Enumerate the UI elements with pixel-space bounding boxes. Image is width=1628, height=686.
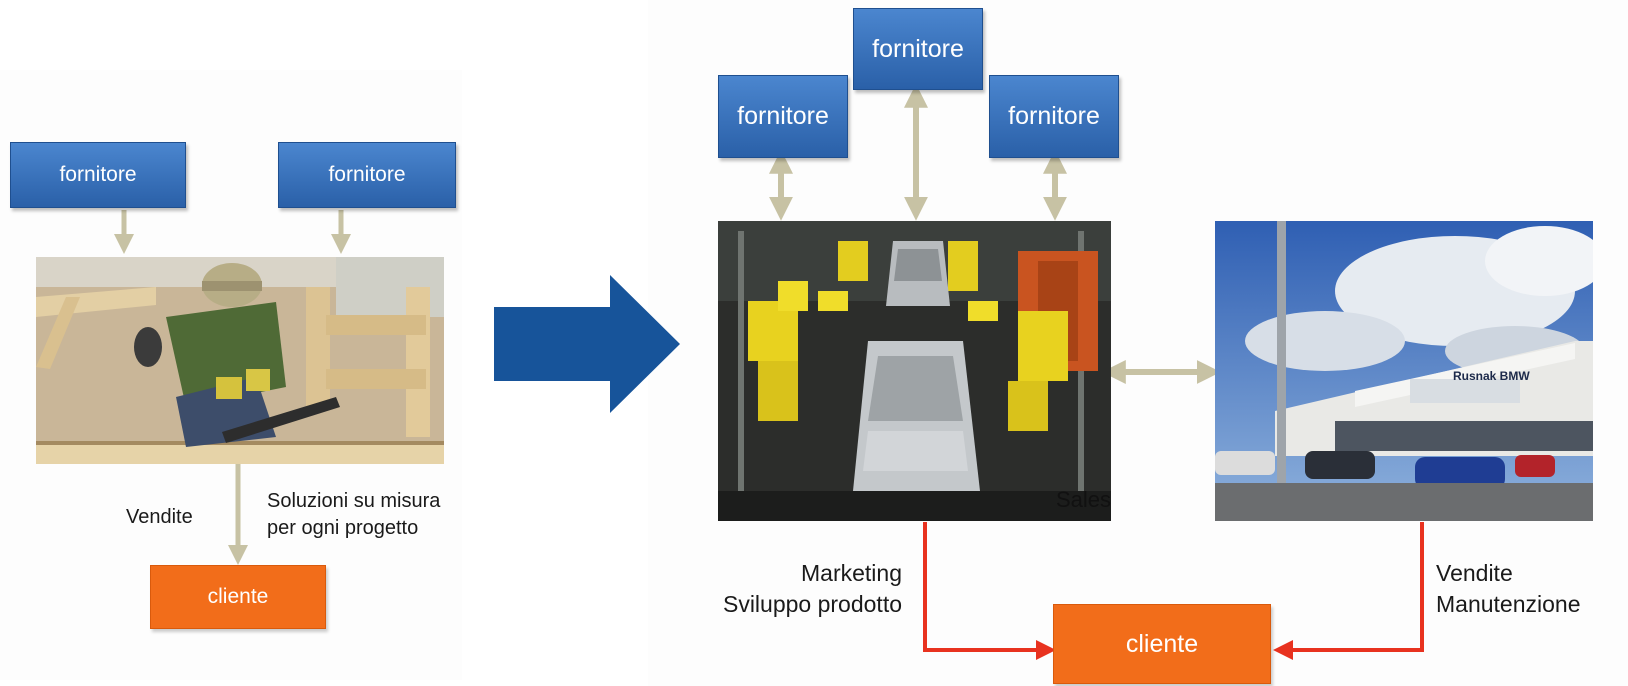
right-sales-label: Vendite Manutenzione	[1436, 558, 1581, 620]
big-transition-arrow	[494, 275, 680, 413]
custom-solutions-line1: Soluzioni su misura	[267, 490, 441, 512]
customer-box-left: cliente	[150, 565, 326, 629]
custom-solutions-line2: per ogni progetto	[267, 517, 419, 539]
supplier-box-top: fornitore	[853, 8, 983, 90]
factory-overlay-text: Sales	[1056, 487, 1111, 512]
supplier-box-right-right: fornitore	[989, 75, 1119, 158]
dealer-sign-text: Rusnak BMW	[1453, 369, 1530, 383]
marketing-label: Marketing Sviluppo prodotto	[680, 558, 902, 620]
customer-box-right: cliente	[1053, 604, 1271, 684]
right-sales-line1: Vendite	[1436, 560, 1513, 586]
supplier-box-right-right-label: fornitore	[1008, 102, 1100, 130]
carpenter-photo	[36, 257, 444, 464]
left-sales-label: Vendite	[126, 506, 193, 528]
supplier-box-top-label: fornitore	[872, 34, 964, 63]
marketing-line1: Marketing	[801, 560, 902, 586]
dealership-photo: Rusnak BMW	[1215, 221, 1593, 521]
supplier-box-left: fornitore	[10, 142, 186, 208]
supplier-box-left-label: fornitore	[59, 163, 137, 186]
supplier-box-right-left-label: fornitore	[737, 102, 829, 130]
customer-box-left-label: cliente	[207, 585, 269, 608]
supplier-box-right-label: fornitore	[328, 163, 406, 186]
customer-box-right-label: cliente	[1125, 629, 1199, 658]
supplier-box-right: fornitore	[278, 142, 456, 208]
red-line-factory-customer	[923, 522, 1056, 660]
red-line-dealer-customer	[1273, 522, 1424, 660]
supplier-box-right-left: fornitore	[718, 75, 848, 158]
factory-photo: Sales	[718, 221, 1111, 521]
custom-solutions-label: Soluzioni su misura per ogni progetto	[267, 488, 440, 542]
right-sales-line2: Manutenzione	[1436, 591, 1581, 618]
marketing-line2: Sviluppo prodotto	[722, 591, 902, 618]
